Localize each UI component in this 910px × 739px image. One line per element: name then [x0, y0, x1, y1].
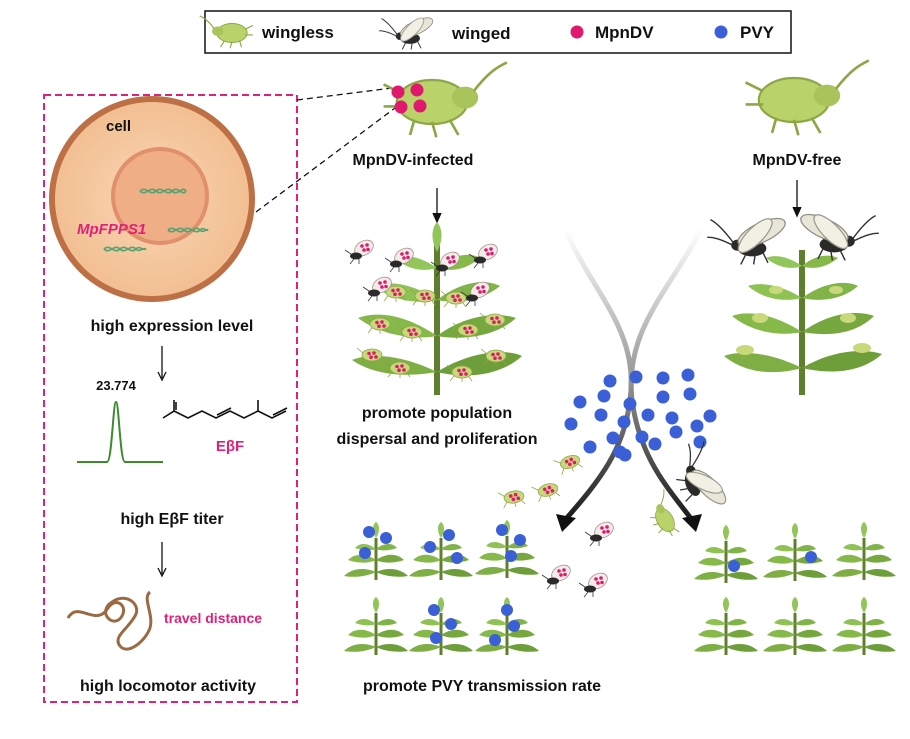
free-aphid-label: MpnDV-free [753, 152, 842, 169]
zoom-connector-lines [255, 87, 396, 213]
infected-aphid [382, 61, 509, 139]
legend-wingless-label: wingless [261, 23, 334, 42]
legend-mpndv-label: MpnDV [595, 23, 654, 42]
mechanism-inset: cell MpFPPS1 high expression level 23.77… [43, 94, 298, 703]
dna-strand-icon [103, 188, 209, 252]
legend-pvy-label: PVY [740, 23, 775, 42]
pvy-particles [564, 368, 717, 462]
legend: wingless winged MpnDV PVY [199, 10, 792, 54]
cell-label: cell [106, 118, 131, 135]
legend-frame [204, 10, 792, 54]
chromatogram-peak [77, 400, 163, 463]
ebf-structure [162, 400, 288, 419]
travel-path-trace [66, 590, 153, 651]
ebf-titer-text: high EβF titer [120, 511, 223, 528]
dispersal-line2: dispersal and proliferation [337, 431, 538, 448]
pvy-dot-icon [714, 25, 728, 39]
uninfested-plant [706, 208, 882, 395]
arrow-down-free [792, 180, 802, 218]
transmission-rate-text: promote PVY transmission rate [363, 678, 601, 695]
cell-diagram: cell MpFPPS1 [49, 96, 255, 302]
arrow-down-icon-2 [157, 542, 167, 578]
uninfected-plant-group [692, 520, 898, 657]
free-aphid [744, 59, 871, 137]
legend-winged-label: winged [451, 24, 511, 43]
infected-aphid-label: MpnDV-infected [353, 152, 474, 169]
locomotor-activity-text: high locomotor activity [80, 678, 256, 695]
dispersal-line1: promote population [362, 405, 512, 422]
inset-dashed-frame [43, 94, 298, 703]
peak-value-label: 23.774 [96, 378, 137, 393]
gene-label: MpFPPS1 [77, 221, 146, 238]
travel-distance-label: travel distance [164, 610, 262, 626]
ebf-compound-label: EβF [216, 438, 244, 455]
arrow-down-infected [432, 188, 442, 224]
arrow-down-icon [157, 346, 167, 382]
mpndv-particles [391, 83, 427, 114]
infested-plant [344, 222, 522, 395]
mpndv-dot-icon [570, 25, 584, 39]
infected-plant-group [342, 518, 541, 657]
dispersal-arrows [556, 226, 705, 532]
expression-level-text: high expression level [91, 318, 254, 335]
